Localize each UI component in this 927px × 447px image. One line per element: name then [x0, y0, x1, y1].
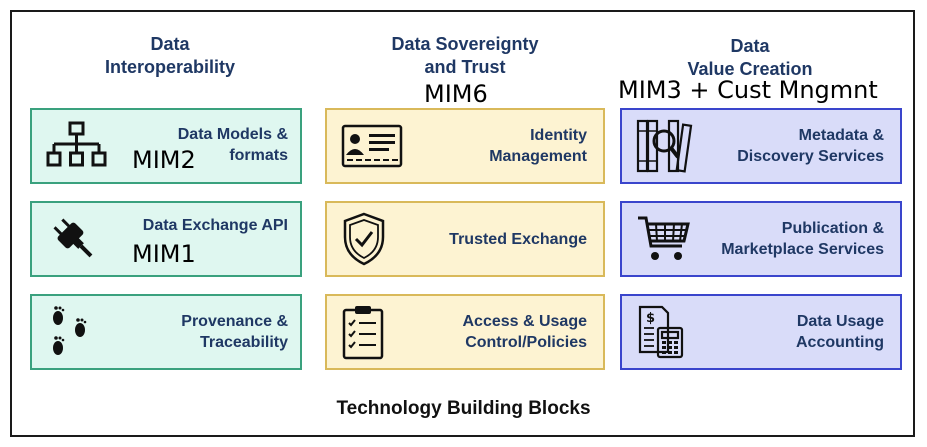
svg-text:$: $: [646, 311, 655, 326]
column-title-line1: Data Sovereignty: [391, 34, 539, 54]
hierarchy-icon: [46, 121, 107, 167]
block-data-usage-accounting: $ Data Usage Accounting: [620, 294, 902, 370]
block-metadata-discovery: Metadata & Discovery Services: [620, 108, 902, 184]
invoice-calculator-icon: $: [638, 305, 684, 359]
block-label-line2: Marketplace Services: [721, 241, 884, 258]
block-label: Trusted Exchange: [449, 203, 587, 275]
block-label: Publication & Marketplace Services: [721, 203, 884, 275]
block-label: Access & Usage Control/Policies: [462, 296, 587, 368]
id-card-icon: [341, 124, 403, 168]
clipboard-checklist-icon: [342, 306, 384, 360]
block-label-line1: Provenance &: [181, 313, 288, 330]
block-label-line1: Access & Usage: [462, 313, 587, 330]
block-label: Data Models & formats: [178, 110, 288, 182]
plug-icon: [53, 218, 93, 258]
column-title-interoperability: Data Interoperability: [75, 33, 265, 79]
shield-check-icon: [343, 212, 385, 266]
annotation-mim3-cust-mngmnt: MIM3 + Cust Mngmnt: [618, 76, 878, 104]
block-label-line1: Data Usage: [796, 313, 884, 330]
block-label-line1: Publication &: [781, 220, 884, 237]
column-title-sovereignty: Data Sovereignty and Trust: [355, 33, 575, 79]
footprints-icon: [53, 306, 87, 355]
block-identity-management: Identity Management: [325, 108, 605, 184]
block-label: Data Usage Accounting: [796, 296, 884, 368]
column-title-line2: Interoperability: [104, 57, 236, 77]
block-label: Identity Management: [489, 110, 587, 182]
block-access-usage-control: Access & Usage Control/Policies: [325, 294, 605, 370]
block-label: Metadata & Discovery Services: [737, 110, 884, 182]
block-trusted-exchange: Trusted Exchange: [325, 201, 605, 277]
block-label-line2: formats: [229, 147, 288, 164]
block-label: Provenance & Traceability: [181, 296, 288, 368]
block-label-line2: Accounting: [796, 334, 884, 351]
column-title-line1: Data: [730, 36, 770, 56]
block-publication-marketplace: Publication & Marketplace Services: [620, 201, 902, 277]
block-label: Data Exchange API: [143, 203, 288, 275]
block-data-models: Data Models & formats: [30, 108, 302, 184]
block-label-line1: Data Exchange API: [142, 217, 288, 234]
column-title-line1: Data: [150, 34, 190, 54]
shopping-cart-icon: [638, 216, 690, 260]
block-provenance: Provenance & Traceability: [30, 294, 302, 370]
annotation-mim6: MIM6: [424, 80, 488, 108]
block-label-line1: Metadata &: [798, 127, 884, 144]
diagram-frame: [10, 10, 915, 437]
column-title-line2: and Trust: [424, 57, 506, 77]
diagram-footer-title: Technology Building Blocks: [336, 398, 591, 419]
books-magnifier-icon: [636, 119, 693, 173]
block-label-line1: Data Models &: [177, 126, 288, 143]
annotation-mim1: MIM1: [132, 240, 196, 268]
block-label-line2: Control/Policies: [465, 334, 587, 351]
annotation-mim2: MIM2: [132, 146, 196, 174]
block-data-exchange-api: Data Exchange API: [30, 201, 302, 277]
block-label-line2: Traceability: [199, 334, 288, 351]
column-title-line2: Value Creation: [687, 59, 813, 79]
column-title-value-creation: Data Value Creation: [660, 35, 840, 81]
block-label-line1: Trusted Exchange: [449, 230, 587, 248]
block-label-line1: Identity: [530, 127, 587, 144]
block-label-line2: Management: [489, 148, 587, 165]
block-label-line2: Discovery Services: [737, 148, 884, 165]
